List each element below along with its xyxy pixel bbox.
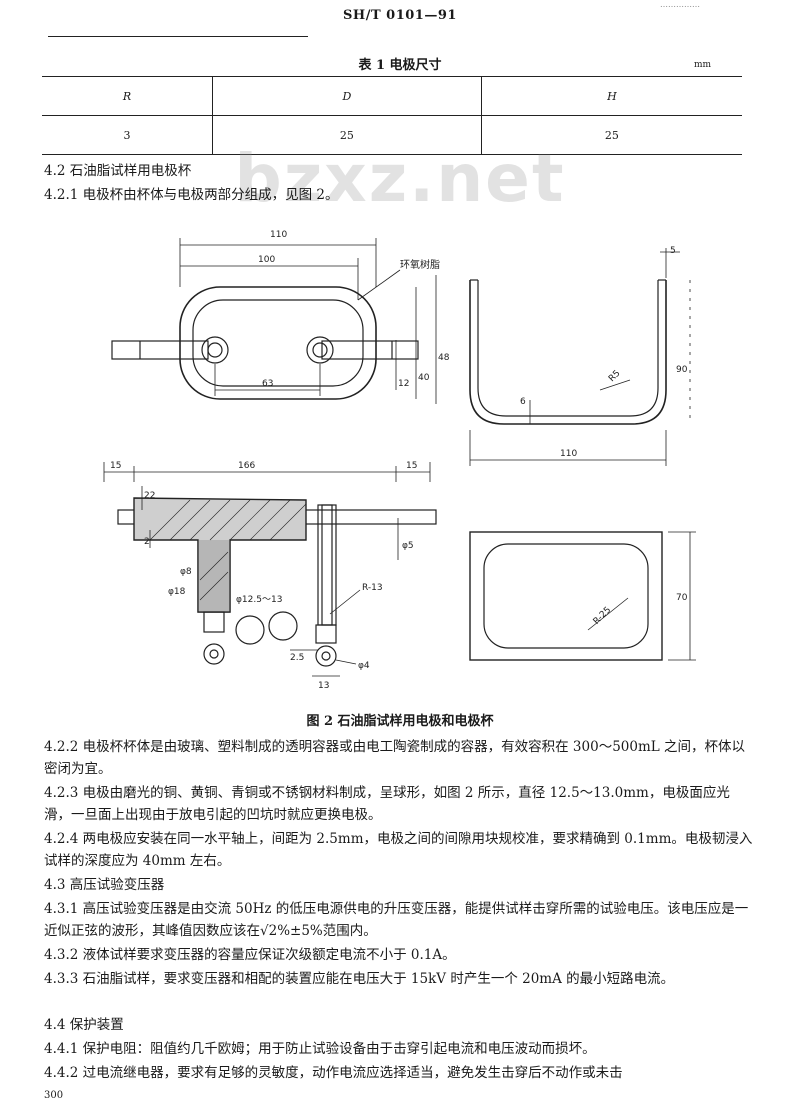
- page-number: 300: [44, 1090, 64, 1101]
- section-4-3-heading: 4.3 高压试验变压器: [44, 877, 165, 893]
- table-unit: mm: [694, 60, 712, 70]
- label-r13: R-13: [362, 583, 383, 593]
- header-rule: [48, 36, 308, 37]
- label-dim-40: 40: [418, 373, 430, 383]
- label-mid-166: 166: [238, 461, 255, 471]
- label-r5: R5: [607, 369, 623, 385]
- electrode-cup-drawing: 110 100 63 12 40 48 环氧树脂 5 6 R5 90 110: [103, 230, 696, 691]
- section-4-2-1: 4.2.1 电极杯由杯体与电极两部分组成，见图 2。: [44, 187, 339, 203]
- label-phi18: φ18: [168, 587, 186, 597]
- section-4-4-heading: 4.4 保护装置: [44, 1017, 124, 1033]
- label-dim-12: 12: [398, 379, 409, 389]
- section-4-4-2: 4.4.2 过电流继电器，要求有足够的灵敏度，动作电流应选择适当，避免发生击穿后…: [44, 1065, 623, 1081]
- label-side-width: 110: [560, 449, 577, 459]
- label-sphere: φ12.5～13: [236, 595, 282, 605]
- label-gap: 2.5: [290, 653, 304, 663]
- header-cell-r: R: [42, 76, 213, 116]
- bottom-view: [469, 531, 696, 661]
- label-right-15: 15: [406, 461, 417, 471]
- section-4-3-1: 4.3.1 高压试验变压器是由交流 50Hz 的低压电源供电的升压变压器，能提供…: [44, 901, 749, 939]
- label-material: 环氧树脂: [400, 258, 440, 271]
- top-view: [111, 238, 437, 404]
- side-view: [469, 248, 691, 466]
- label-dim-2: 2: [144, 537, 150, 547]
- label-top-total: 110: [270, 230, 287, 240]
- label-dim-13: 13: [318, 681, 329, 691]
- label-phi5: φ5: [402, 541, 414, 551]
- section-4-4-1: 4.4.1 保护电阻：阻值约几千欧姆；用于防止试验设备由于击穿引起电流和电压波动…: [44, 1041, 596, 1057]
- watermark: bzxz.net: [234, 140, 566, 217]
- label-dim-63: 63: [262, 379, 273, 389]
- standard-code: SH/T 0101—91: [343, 8, 457, 23]
- label-dim-22: 22: [144, 491, 155, 501]
- label-bottom-70: 70: [676, 593, 688, 603]
- corner-mark: ……………: [660, 0, 700, 9]
- label-dim-5: 5: [670, 246, 676, 256]
- value-cell-d: 25: [212, 115, 482, 155]
- label-height: 90: [676, 365, 688, 375]
- section-4-3-3: 4.3.3 石油脂试样，要求变压器和相配的装置应能在电压大于 15kV 时产生一…: [44, 971, 675, 987]
- figure-caption: 图 2 石油脂试样用电极和电极杯: [306, 714, 494, 729]
- label-dim-6: 6: [520, 397, 526, 407]
- table-value-row: 3 25 25: [42, 115, 742, 155]
- label-dim-48: 48: [438, 353, 450, 363]
- section-4-3-2: 4.3.2 液体试样要求变压器的容量应保证次级额定电流不小于 0.1A。: [44, 947, 456, 963]
- table-header-row: R D H: [42, 76, 742, 116]
- label-top-inner: 100: [258, 255, 275, 265]
- label-r25: R-25: [592, 605, 614, 627]
- section-4-2-heading: 4.2 石油脂试样用电极杯: [44, 163, 192, 179]
- dimension-table: R D H 3 25 25: [42, 76, 742, 155]
- label-phi4: φ4: [358, 661, 370, 671]
- section-4-2-3: 4.2.3 电极由磨光的铜、黄铜、青铜或不锈钢材料制成，呈球形，如图 2 所示，…: [44, 785, 730, 823]
- header-cell-d: D: [212, 76, 482, 116]
- section-4-2-4: 4.2.4 两电极应安装在同一水平轴上，间距为 2.5mm，电极之间的间隙用块规…: [44, 831, 753, 869]
- value-cell-h: 25: [480, 115, 742, 155]
- label-left-15: 15: [110, 461, 121, 471]
- value-cell-r: 3: [42, 115, 213, 155]
- label-phi8: φ8: [180, 567, 192, 577]
- section-4-2-2: 4.2.2 电极杯杯体是由玻璃、塑料制成的透明容器或由电工陶瓷制成的容器，有效容…: [44, 739, 746, 777]
- table-caption: 表 1 电极尺寸: [358, 58, 442, 73]
- cross-section: [103, 462, 437, 677]
